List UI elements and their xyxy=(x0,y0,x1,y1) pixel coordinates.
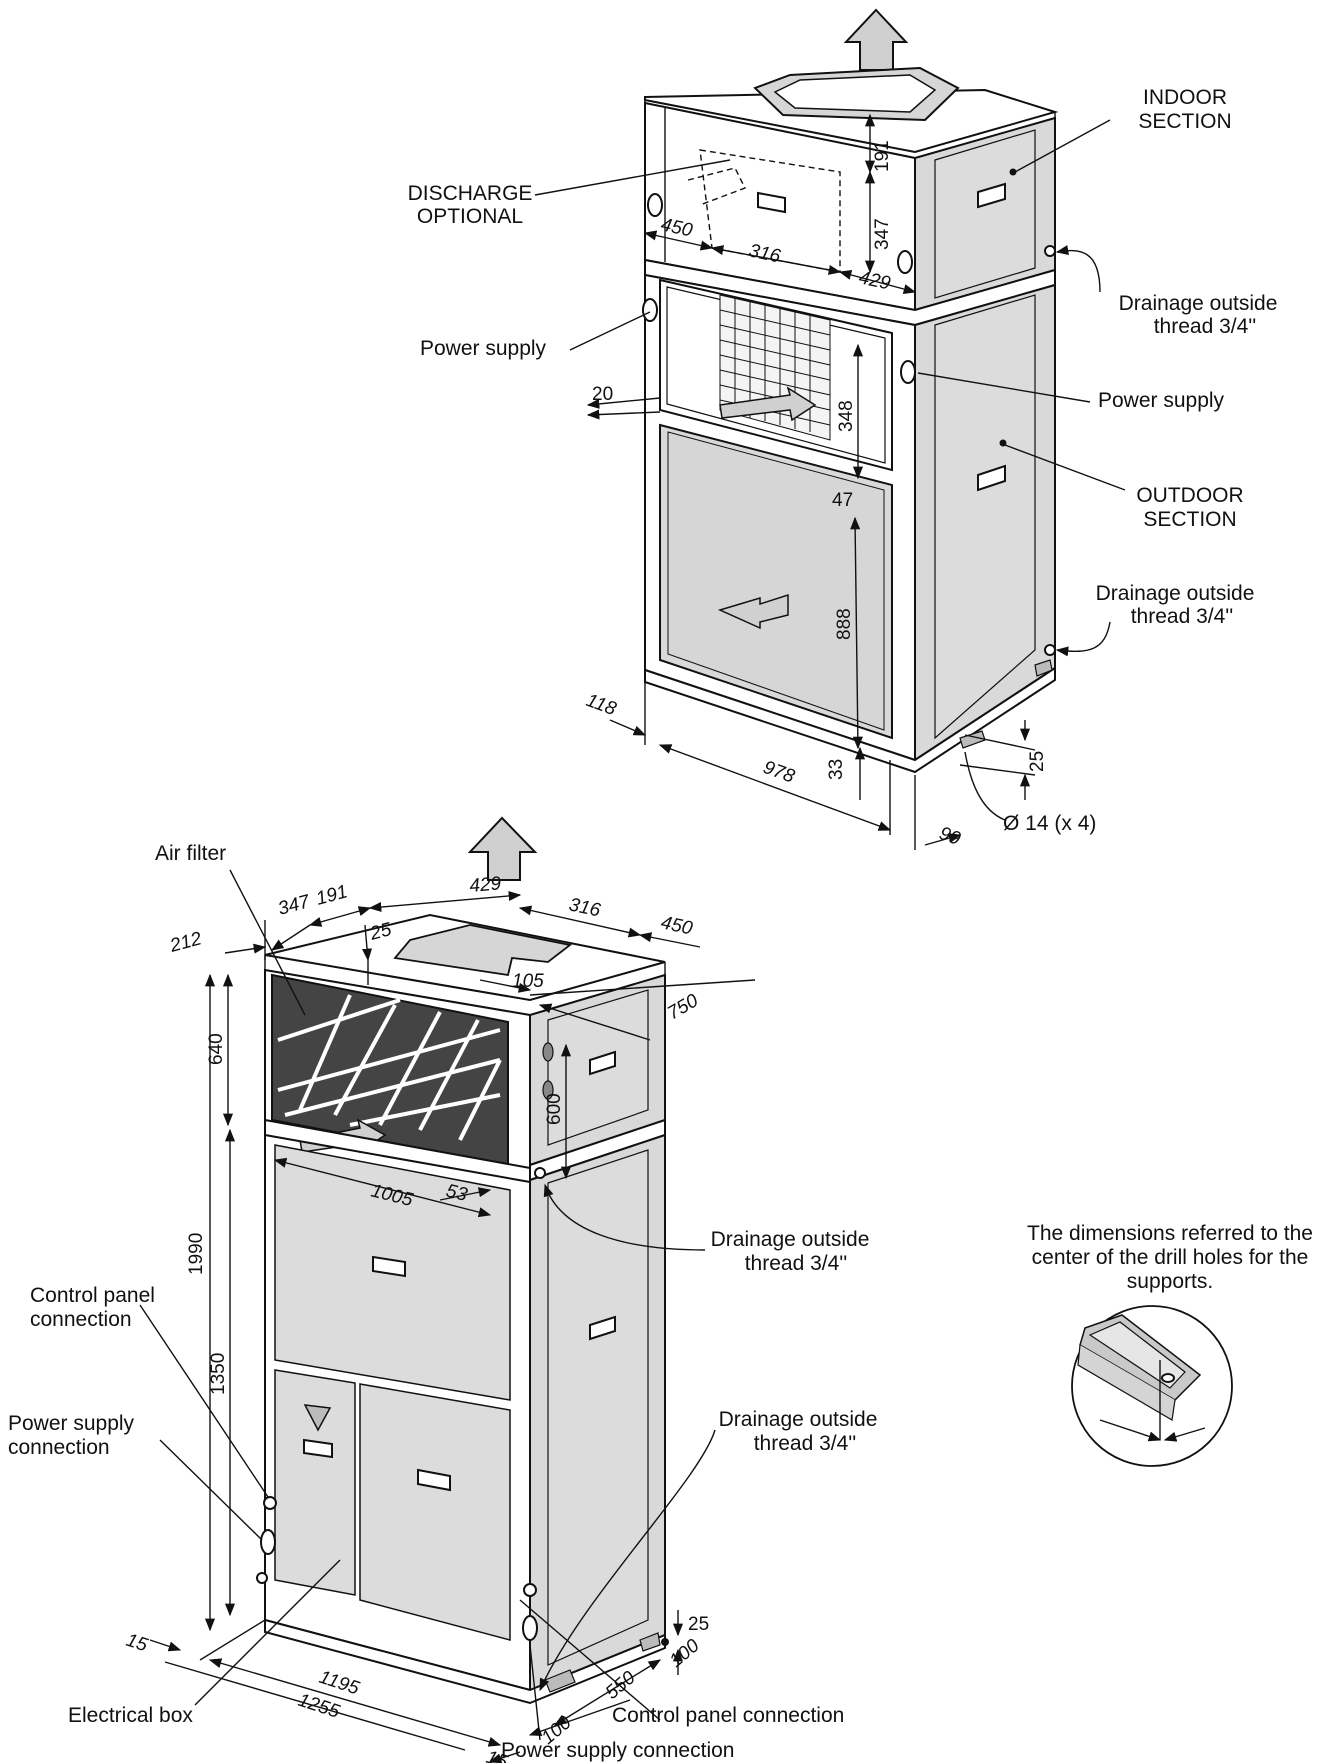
svg-text:connection: connection xyxy=(8,1436,110,1459)
control-panel-label-left-2: connection xyxy=(30,1308,132,1331)
support-note: The dimensions referred to the center of… xyxy=(1027,1222,1313,1467)
dim-105: 105 xyxy=(512,971,544,992)
indoor-section-label-2: SECTION xyxy=(1138,110,1231,133)
dim-750: 750 xyxy=(664,990,702,1024)
dim-25-top: 25 xyxy=(1027,751,1048,772)
dim-450-b: 450 xyxy=(659,912,695,939)
outdoor-section-label-2: SECTION xyxy=(1143,508,1236,531)
air-filter-pattern xyxy=(277,994,502,1141)
note-line-1: The dimensions referred to the xyxy=(1027,1222,1313,1245)
dim-348: 348 xyxy=(836,400,857,432)
lower-right-panel xyxy=(359,1383,511,1641)
drainage-label-lower-2: thread 3/4'' xyxy=(1131,605,1234,628)
bottom-unit-drawing: Air filter Drainage outside thread 3/4''… xyxy=(8,816,878,1763)
control-panel-label-bottom: Control panel connection xyxy=(612,1704,844,1727)
airflow-arrow-icon-2 xyxy=(717,593,789,630)
dim-212: 212 xyxy=(167,928,204,957)
dim-100-b: 100 xyxy=(666,1635,704,1672)
power-supply-label-bottom: Power supply connection xyxy=(501,1739,734,1762)
drainage-label-upper: Drainage outside xyxy=(1119,292,1278,315)
dim-20: 20 xyxy=(592,384,613,405)
dim-47: 47 xyxy=(832,490,853,511)
dim-191-b: 191 xyxy=(314,881,350,909)
bottom-top-grille xyxy=(393,924,573,977)
power-supply-label-left: Power supply xyxy=(420,337,547,360)
drainage-label-mid: Drainage outside xyxy=(711,1228,870,1251)
support-bracket xyxy=(1077,1314,1202,1421)
svg-text:OPTIONAL: OPTIONAL xyxy=(417,205,523,228)
dim-1195: 1195 xyxy=(316,1667,362,1700)
note-line-2: center of the drill holes for the xyxy=(1032,1246,1309,1269)
dim-99: 99 xyxy=(936,823,963,850)
dim-978: 978 xyxy=(760,757,797,788)
electrical-box-panel xyxy=(274,1369,356,1596)
drainage-label-mid-2: thread 3/4'' xyxy=(745,1252,848,1275)
dim-25-bottom: 25 xyxy=(688,1614,709,1635)
drainage-label-lower: Drainage outside xyxy=(1096,582,1255,605)
svg-text:connection: connection xyxy=(30,1308,132,1331)
dim-15-a: 15 xyxy=(123,1630,150,1657)
high-voltage-warning-icon xyxy=(303,1404,332,1432)
discharge-optional-label: DISCHARGE xyxy=(408,182,533,205)
air-filter-label: Air filter xyxy=(155,842,226,865)
dim-316-b: 316 xyxy=(567,894,603,921)
dim-1255: 1255 xyxy=(295,1690,342,1723)
svg-text:thread 3/4'': thread 3/4'' xyxy=(754,1432,857,1455)
dim-347-b: 347 xyxy=(276,891,313,920)
power-supply-label-right: Power supply xyxy=(1098,389,1225,412)
svg-text:SECTION: SECTION xyxy=(1138,110,1231,133)
dim-118: 118 xyxy=(583,690,619,720)
indoor-section-label: INDOOR xyxy=(1143,86,1227,109)
dim-888: 888 xyxy=(834,608,855,640)
drainage-label-low: Drainage outside xyxy=(719,1408,878,1431)
svg-text:thread 3/4'': thread 3/4'' xyxy=(745,1252,848,1275)
svg-text:SECTION: SECTION xyxy=(1143,508,1236,531)
discharge-optional-label-2: OPTIONAL xyxy=(417,205,523,228)
power-supply-label-conn-2: connection xyxy=(8,1436,110,1459)
power-supply-label-conn: Power supply xyxy=(8,1412,135,1435)
airflow-arrow-icon xyxy=(719,386,817,422)
dim-640: 640 xyxy=(206,1033,227,1065)
dim-600: 600 xyxy=(544,1093,565,1125)
dim-347: 347 xyxy=(872,218,893,250)
svg-text:thread 3/4'': thread 3/4'' xyxy=(1154,315,1257,338)
dim-191: 191 xyxy=(872,140,893,172)
dim-1990: 1990 xyxy=(186,1233,207,1275)
airflow-up-arrow-icon-bottom xyxy=(467,816,538,881)
drainage-label-upper-2: thread 3/4'' xyxy=(1154,315,1257,338)
dim-15-b: 15 xyxy=(483,1747,510,1763)
dim-33: 33 xyxy=(826,759,847,780)
dim-1350: 1350 xyxy=(208,1353,229,1395)
svg-text:thread 3/4'': thread 3/4'' xyxy=(1131,605,1234,628)
airflow-up-arrow-icon xyxy=(843,8,909,71)
control-panel-label-left: Control panel xyxy=(30,1284,155,1307)
holes-label: Ø 14 (x 4) xyxy=(1003,812,1096,835)
outdoor-section-label: OUTDOOR xyxy=(1136,484,1243,507)
drainage-label-low-2: thread 3/4'' xyxy=(754,1432,857,1455)
note-line-3: supports. xyxy=(1127,1270,1213,1293)
top-unit-drawing: INDOOR SECTION DISCHARGE OPTIONAL Power … xyxy=(408,8,1278,850)
dim-429-b: 429 xyxy=(469,873,503,897)
electrical-box-label: Electrical box xyxy=(68,1704,193,1727)
